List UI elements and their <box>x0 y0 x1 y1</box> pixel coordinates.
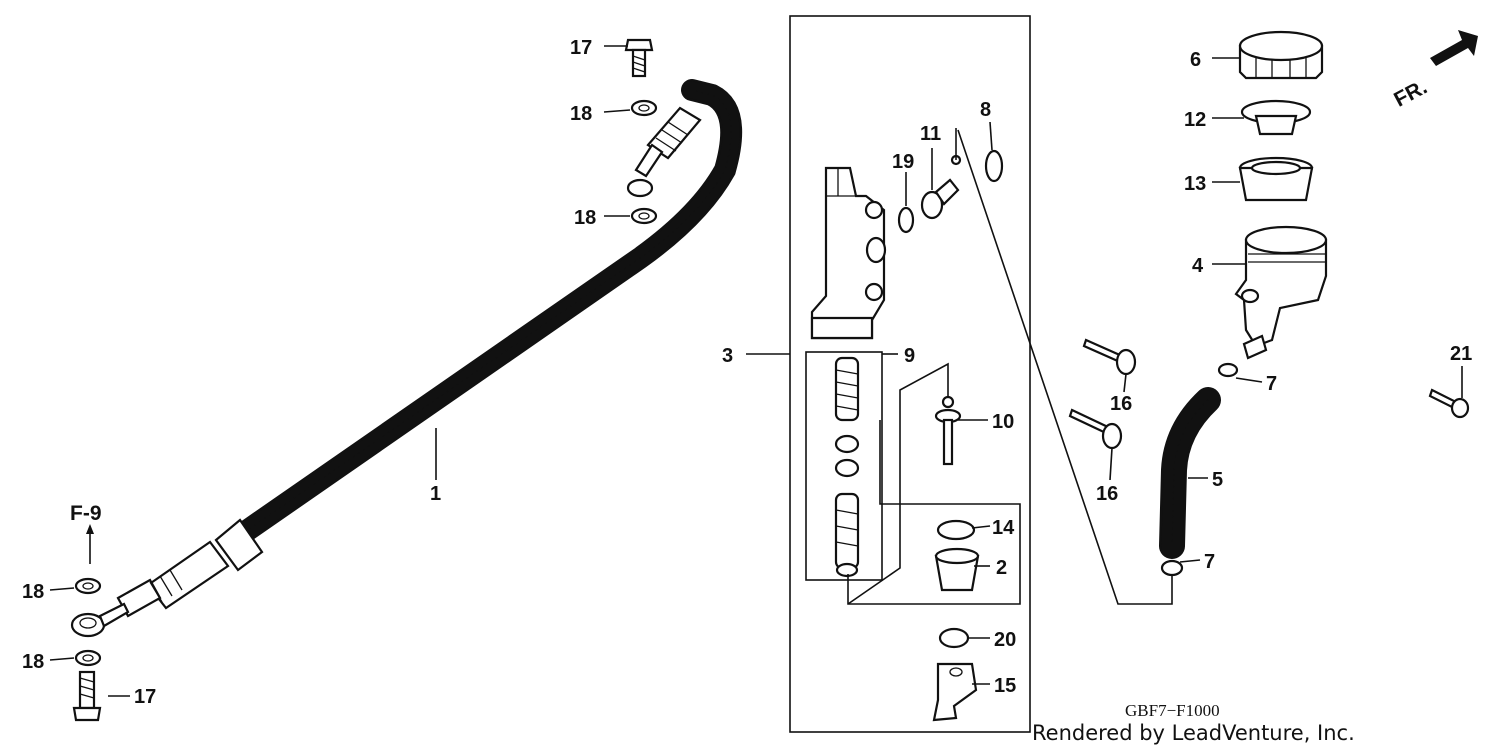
reservoir-hose-part-5[interactable] <box>1159 387 1221 559</box>
front-direction-arrow-icon <box>1430 30 1478 66</box>
o-ring-part-19[interactable] <box>897 206 915 234</box>
leader-lines <box>49 45 1463 697</box>
credit-text: Rendered by LeadVenture, Inc. <box>1032 721 1355 745</box>
callout-16-upper: 16 <box>1110 393 1132 415</box>
callout-17-upper: 17 <box>570 37 592 59</box>
callout-19: 19 <box>892 151 914 173</box>
callout-4: 4 <box>1192 255 1204 277</box>
callout-13: 13 <box>1184 173 1206 195</box>
callout-16-lower: 16 <box>1096 483 1118 505</box>
reservoir-tank-part-4[interactable] <box>1234 225 1328 360</box>
callout-2: 2 <box>996 557 1007 579</box>
sealing-washer-part-18[interactable] <box>74 99 658 667</box>
plate-part-12[interactable] <box>1240 99 1312 136</box>
reservoir-cap-part-6[interactable] <box>1238 30 1324 80</box>
clevis-part-15[interactable] <box>932 662 978 722</box>
callout-14: 14 <box>992 517 1015 539</box>
callout-6: 6 <box>1190 49 1201 71</box>
callout-18-c: 18 <box>22 581 44 603</box>
callout-18-d: 18 <box>22 651 44 673</box>
banjo-bolt-lower-part-17[interactable] <box>72 670 102 722</box>
master-cylinder-body-part-3[interactable] <box>810 166 887 340</box>
callout-12: 12 <box>1184 109 1206 131</box>
circlip-part-14[interactable] <box>936 519 976 541</box>
callout-3: 3 <box>722 345 733 367</box>
callout-18-a: 18 <box>570 103 592 125</box>
callout-10: 10 <box>992 411 1014 433</box>
bolt-part-21[interactable] <box>1428 388 1470 419</box>
callout-18-b: 18 <box>574 207 596 229</box>
nut-part-20[interactable] <box>938 627 970 649</box>
reference-f-9[interactable]: F-9 <box>70 502 102 525</box>
piston-set-part-9[interactable] <box>834 356 860 578</box>
callout-9: 9 <box>904 345 915 367</box>
callout-7-lower: 7 <box>1204 551 1215 573</box>
piston-set-frame <box>805 351 883 581</box>
circlip-part-8[interactable] <box>984 149 1004 183</box>
hose-clip-part-7[interactable] <box>1160 362 1239 577</box>
front-marker-label: FR. <box>1390 76 1431 112</box>
callout-8: 8 <box>980 99 991 121</box>
callout-20: 20 <box>994 629 1016 651</box>
bolt-part-16[interactable] <box>1068 338 1137 450</box>
push-rod-part-10[interactable] <box>934 395 962 466</box>
callout-15: 15 <box>994 675 1016 697</box>
master-cylinder-assembly-frame <box>789 15 1031 733</box>
hose-joint-part-11[interactable] <box>920 154 962 220</box>
diaphragm-part-13[interactable] <box>1238 156 1314 202</box>
drawing-code: GBF7−F1000 <box>1125 701 1220 720</box>
boot-part-2[interactable] <box>934 547 980 592</box>
callout-17-lower: 17 <box>134 686 156 708</box>
callout-1: 1 <box>430 483 441 505</box>
callout-21: 21 <box>1450 343 1472 365</box>
banjo-bolt-upper-part-17[interactable] <box>624 38 654 78</box>
callout-5: 5 <box>1212 469 1223 491</box>
callout-11: 11 <box>920 123 941 145</box>
brake-hose-part-1[interactable] <box>70 79 743 638</box>
callout-7-upper: 7 <box>1266 373 1277 395</box>
